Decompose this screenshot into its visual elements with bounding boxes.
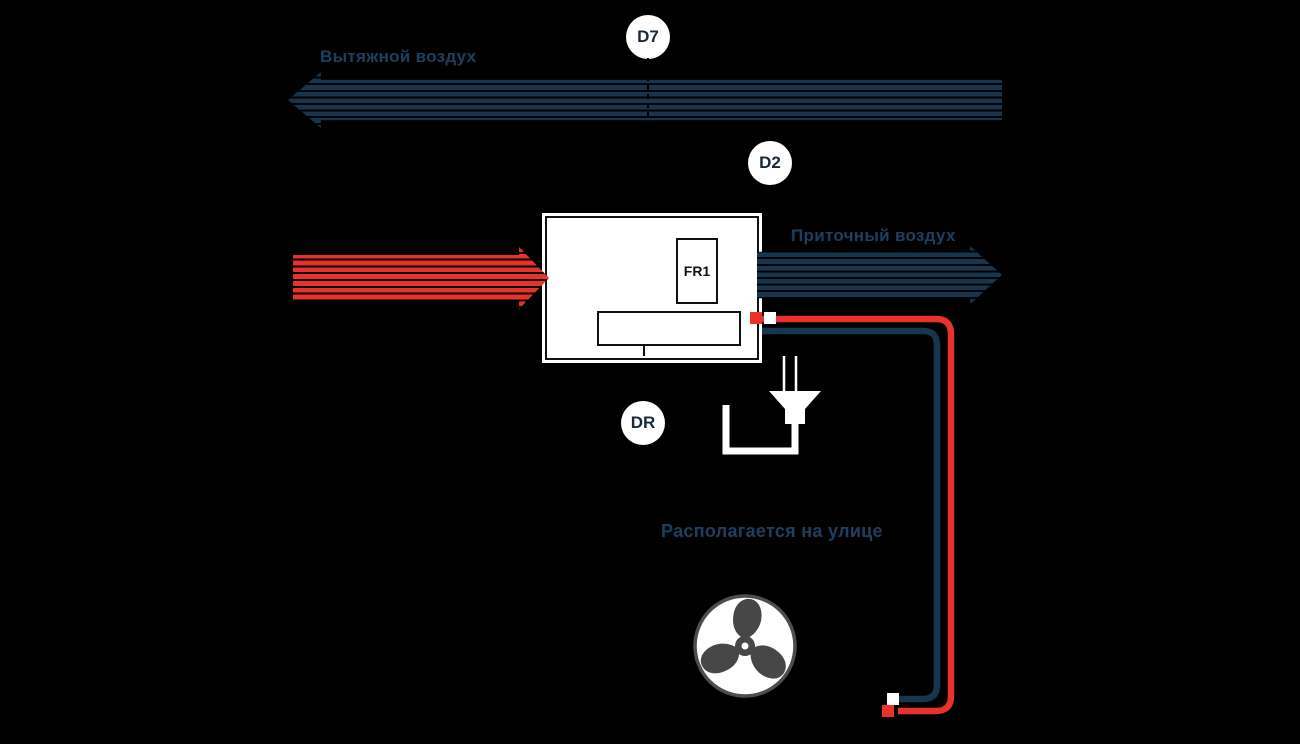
sensor-dr-text: DR [630, 413, 656, 432]
drain-funnel [769, 391, 821, 424]
drain-trap-pipe [722, 405, 799, 455]
drain-down-pipe [782, 356, 798, 391]
refrigerant-line-cold-pipe [762, 327, 941, 703]
fan-hub-dot [741, 642, 749, 650]
pipe-end-fitting-white [887, 693, 899, 705]
sensor-d7-text: D7 [637, 27, 659, 46]
filter-fr1-box: FR1 [676, 238, 718, 304]
fan-blade [750, 645, 786, 679]
fan-ring [693, 594, 797, 698]
exhaust-air-arrow [288, 72, 1002, 128]
pipe-end-fitting-red [882, 705, 894, 717]
supply-air-label: Приточный воздух [791, 226, 956, 245]
drain-connection-tick [643, 344, 645, 356]
fan-blade [700, 643, 740, 674]
outdoor-intake-air-arrow [293, 247, 549, 309]
fan-blade [733, 598, 762, 639]
exhaust-air-label: Вытяжной воздух [320, 47, 477, 66]
sensor-dr-badge: DR [621, 401, 665, 445]
unit-pipe-port-white [764, 312, 776, 324]
refrigerant-line-hot-pipe [762, 315, 955, 715]
heat-exchanger-coil-box [597, 311, 741, 346]
outdoor-location-note: Располагается на улице [661, 521, 883, 541]
sensor-d7-badge: D7 [626, 15, 670, 59]
outdoor-fan-icon [693, 594, 797, 698]
air-handling-unit-box: FR1 [545, 216, 759, 360]
sensor-d2-text: D2 [759, 153, 781, 172]
filter-fr1-label: FR1 [683, 263, 711, 279]
fan-hub [735, 636, 755, 656]
sensor-d2-badge: D2 [748, 141, 792, 185]
supply-air-arrow [757, 246, 1002, 304]
